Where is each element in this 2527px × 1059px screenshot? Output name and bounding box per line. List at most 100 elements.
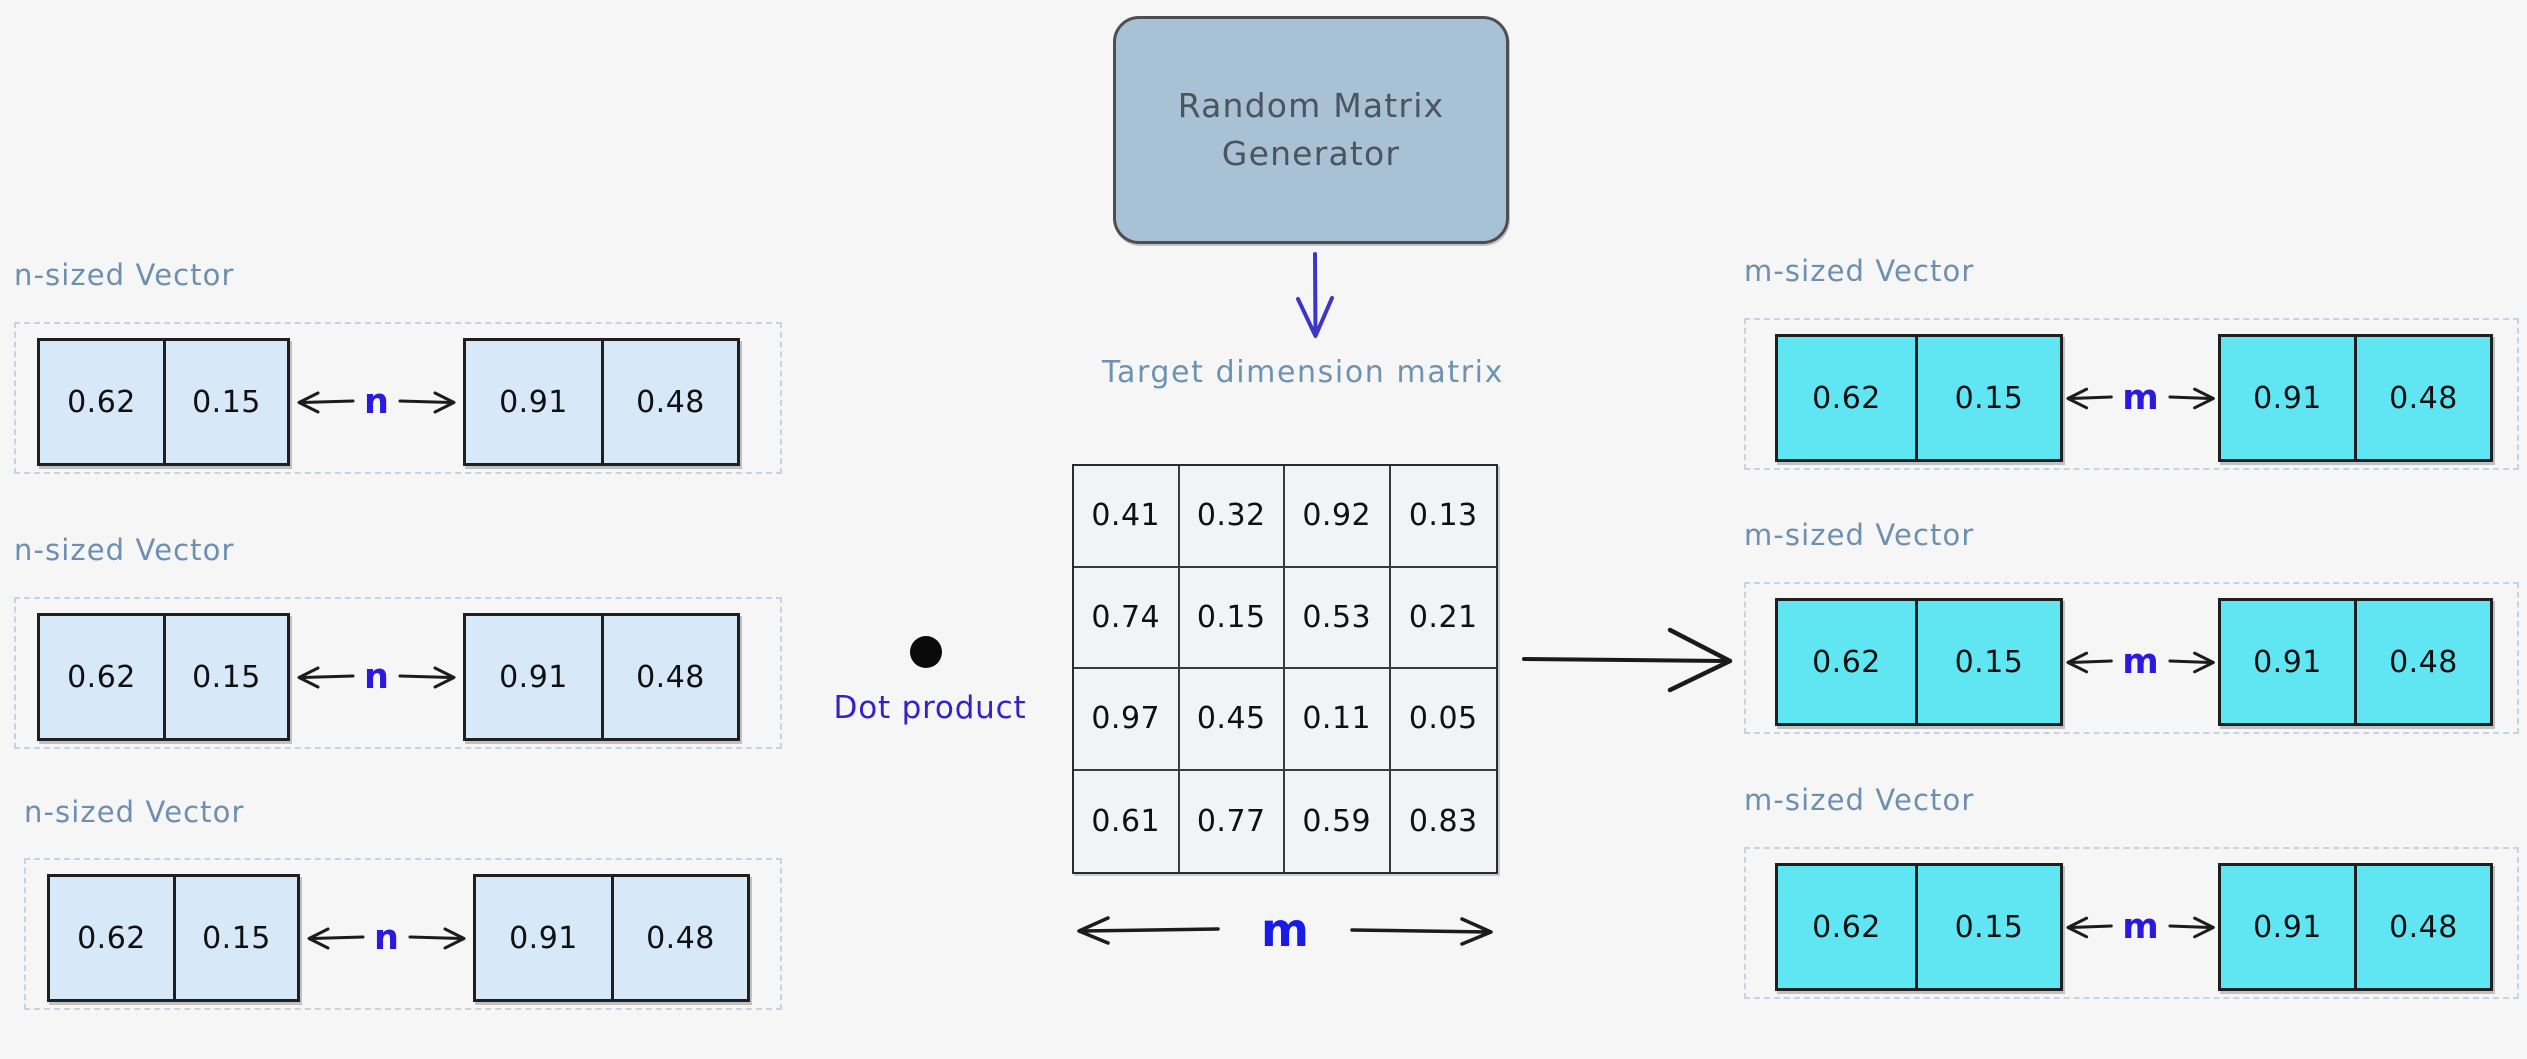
matrix-cell: 0.83 <box>1408 803 1478 839</box>
vector-cell: 0.48 <box>601 341 737 463</box>
arrow-left-icon <box>2066 916 2113 939</box>
vector-cell: 0.48 <box>601 616 737 738</box>
n-vector-pair: 0.62 0.15 n 0.91 0.48 <box>47 874 750 1002</box>
matrix-cell: 0.61 <box>1074 770 1180 872</box>
vector-cell: 0.62 <box>1778 866 1915 988</box>
random-matrix-generator-node[interactable]: Random Matrix Generator <box>1113 16 1509 244</box>
n-vector-group-container[interactable] <box>14 597 782 749</box>
n-vector-group-label: n-sized Vector <box>14 258 235 292</box>
n-vector-right[interactable]: 0.91 0.48 <box>473 874 750 1002</box>
dot-product-label: Dot product <box>833 690 1027 726</box>
m-dimension-letter: m <box>2122 906 2159 947</box>
m-dimension-marker: m <box>2063 641 2218 682</box>
vector-cell: 0.48 <box>2354 601 2490 723</box>
arrow-left-icon <box>2066 387 2113 410</box>
n-dimension-letter: n <box>374 917 399 958</box>
generator-title: Random Matrix Generator <box>1177 86 1445 173</box>
m-dimension-marker: m <box>2063 906 2218 947</box>
m-vector-group-label: m-sized Vector <box>1744 254 1975 288</box>
vector-cell: 0.15 <box>163 616 287 738</box>
matrix-cell: 0.92 <box>1285 466 1391 568</box>
vector-cell: 0.91 <box>476 877 611 999</box>
n-dimension-letter: n <box>364 381 389 422</box>
m-dimension-letter: m <box>2122 377 2159 418</box>
arrow-left-icon <box>307 927 365 950</box>
vector-cell: 0.62 <box>1778 601 1915 723</box>
m-dimension-letter: m <box>2122 641 2159 682</box>
m-dimension-marker: m <box>2063 377 2218 418</box>
matrix-dimension-letter: m <box>1261 903 1309 957</box>
m-vector-right[interactable]: 0.91 0.48 <box>2218 598 2493 726</box>
arrow-right-icon <box>2168 651 2215 674</box>
m-vector-pair: 0.62 0.15 m 0.91 0.48 <box>1775 334 2493 462</box>
n-vector-right[interactable]: 0.91 0.48 <box>463 338 740 466</box>
arrow-right-icon <box>1520 620 1735 700</box>
target-matrix-caption: Target dimension matrix <box>1102 355 1504 390</box>
vector-cell: 0.62 <box>40 341 163 463</box>
vector-cell: 0.48 <box>611 877 747 999</box>
vector-cell: 0.91 <box>2221 866 2354 988</box>
matrix-cell: 0.74 <box>1074 567 1180 669</box>
matrix-cell: 0.05 <box>1390 669 1496 771</box>
m-vector-group-label: m-sized Vector <box>1744 783 1975 817</box>
matrix-width-dimension: m <box>1072 895 1498 965</box>
n-dimension-marker: n <box>300 917 473 958</box>
arrow-right-icon <box>398 666 456 689</box>
vector-cell: 0.15 <box>173 877 297 999</box>
n-vector-pair: 0.62 0.15 n 0.91 0.48 <box>37 613 740 741</box>
matrix-cell: 0.41 <box>1074 466 1180 568</box>
matrix-cell: 0.32 <box>1179 466 1285 568</box>
vector-cell: 0.91 <box>2221 601 2354 723</box>
matrix-cell: 0.21 <box>1390 568 1496 669</box>
matrix-cell: 0.59 <box>1285 770 1391 872</box>
matrix-cell: 0.45 <box>1179 669 1285 771</box>
arrow-left-icon <box>1077 916 1220 945</box>
m-vector-right[interactable]: 0.91 0.48 <box>2218 334 2493 462</box>
n-vector-group-label: n-sized Vector <box>24 795 245 829</box>
m-vector-left[interactable]: 0.62 0.15 <box>1775 863 2063 991</box>
vector-cell: 0.15 <box>1915 866 2060 988</box>
arrow-left-icon <box>297 391 355 414</box>
n-dimension-letter: n <box>364 656 389 697</box>
vector-cell: 0.48 <box>2354 337 2490 459</box>
n-vector-left[interactable]: 0.62 0.15 <box>47 874 300 1002</box>
vector-cell: 0.91 <box>466 616 601 738</box>
n-vector-group-container[interactable] <box>24 858 782 1010</box>
vector-cell: 0.91 <box>466 341 601 463</box>
arrow-down-icon <box>1260 252 1370 342</box>
m-vector-right[interactable]: 0.91 0.48 <box>2218 863 2493 991</box>
arrow-left-icon <box>297 666 355 689</box>
matrix-cell: 0.77 <box>1180 770 1285 872</box>
matrix-cell: 0.13 <box>1390 466 1496 568</box>
vector-cell: 0.62 <box>1778 337 1915 459</box>
arrow-right-icon <box>1350 917 1493 946</box>
m-vector-group-container[interactable] <box>1744 582 2519 734</box>
filled-dot-icon <box>910 636 942 668</box>
matrix-cell: 0.97 <box>1074 669 1180 771</box>
vector-cell: 0.15 <box>1915 337 2060 459</box>
arrow-right-icon <box>398 391 456 414</box>
matrix-cell: 0.15 <box>1179 567 1285 669</box>
arrow-right-icon <box>408 927 466 950</box>
m-vector-left[interactable]: 0.62 0.15 <box>1775 334 2063 462</box>
matrix-cell: 0.11 <box>1285 669 1391 771</box>
vector-cell: 0.15 <box>1915 601 2060 723</box>
m-vector-group-container[interactable] <box>1744 847 2519 999</box>
m-vector-group-container[interactable] <box>1744 318 2519 470</box>
n-vector-right[interactable]: 0.91 0.48 <box>463 613 740 741</box>
vector-cell: 0.91 <box>2221 337 2354 459</box>
m-vector-pair: 0.62 0.15 m 0.91 0.48 <box>1775 598 2493 726</box>
arrow-left-icon <box>2066 651 2113 674</box>
n-dimension-marker: n <box>290 381 463 422</box>
n-vector-left[interactable]: 0.62 0.15 <box>37 338 290 466</box>
n-vector-left[interactable]: 0.62 0.15 <box>37 613 290 741</box>
m-vector-left[interactable]: 0.62 0.15 <box>1775 598 2063 726</box>
target-dimension-matrix[interactable]: 0.41 0.32 0.92 0.13 0.74 0.15 0.53 0.21 … <box>1072 464 1498 874</box>
n-vector-group-container[interactable] <box>14 322 782 474</box>
n-vector-group-label: n-sized Vector <box>14 533 235 567</box>
vector-cell: 0.62 <box>50 877 173 999</box>
vector-cell: 0.62 <box>40 616 163 738</box>
m-vector-group-label: m-sized Vector <box>1744 518 1975 552</box>
vector-cell: 0.15 <box>163 341 287 463</box>
m-vector-pair: 0.62 0.15 m 0.91 0.48 <box>1775 863 2493 991</box>
